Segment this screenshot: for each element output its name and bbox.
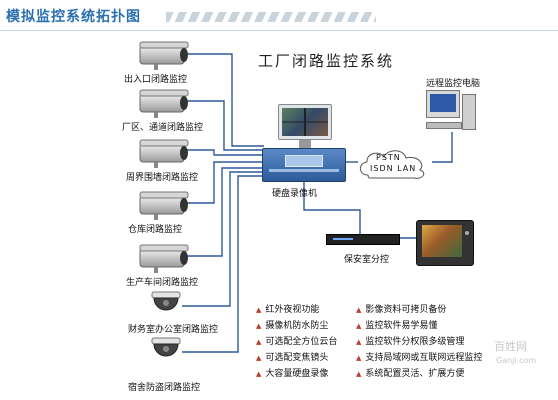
watermark-logo: 百姓网 bbox=[494, 340, 527, 353]
feature-right-4: ▲支持局域网或互联网远程监控 bbox=[356, 353, 483, 363]
feature-left-5: ▲大容量硬盘录像 bbox=[256, 369, 329, 379]
camera-icon bbox=[139, 191, 189, 220]
network-cloud-icon bbox=[359, 150, 425, 179]
feature-left-1: ▲红外夜视功能 bbox=[256, 305, 320, 315]
feature-right-3: ▲监控软件分权限多级管理 bbox=[356, 337, 465, 347]
header-divider bbox=[0, 30, 558, 31]
system-title: 工厂闭路监控系统 bbox=[258, 52, 395, 70]
wire-camera-1 bbox=[186, 53, 264, 147]
feature-left-3: ▲可选配全方位云台 bbox=[256, 337, 338, 347]
pc-keyboard bbox=[426, 122, 462, 129]
dome-camera-icon bbox=[151, 291, 181, 311]
wire-camera-5 bbox=[186, 167, 264, 257]
remote-pc-label: 远程监控电脑 bbox=[426, 79, 481, 89]
security-rack-device bbox=[326, 234, 400, 245]
feature-right-5: ▲系统配置灵活、扩展方便 bbox=[356, 369, 465, 379]
wire-camera-4 bbox=[186, 161, 264, 204]
header-stripes bbox=[166, 12, 376, 22]
tv-knob bbox=[465, 231, 469, 235]
wire-camera-3 bbox=[186, 149, 264, 156]
wire-camera-6 bbox=[182, 171, 264, 307]
page-header: 模拟监控系统拓扑图 bbox=[0, 0, 558, 34]
wire-camera-2 bbox=[186, 100, 264, 151]
security-tv-icon bbox=[416, 220, 474, 266]
security-room-label: 保安室分控 bbox=[344, 255, 390, 265]
dvr-label: 硬盘录像机 bbox=[272, 189, 318, 199]
monitor-screen bbox=[282, 108, 328, 136]
page-title: 模拟监控系统拓扑图 bbox=[6, 9, 141, 25]
camera-icon bbox=[139, 139, 189, 168]
feature-left-4: ▲可选配变焦镜头 bbox=[256, 353, 329, 363]
network-label-isdn: ISDN LAN bbox=[370, 164, 417, 173]
camera-label-workshop: 生产车间闭路监控 bbox=[126, 278, 199, 288]
dome-camera-icon bbox=[151, 337, 181, 357]
camera-icon bbox=[139, 89, 189, 118]
wire-network-pc bbox=[432, 132, 453, 163]
camera-label-warehouse: 仓库闭路监控 bbox=[128, 225, 183, 235]
camera-label-factory: 厂区、通道闭路监控 bbox=[122, 123, 204, 133]
camera-label-perimeter: 周界围墙闭路监控 bbox=[126, 173, 199, 183]
network-label-pstn: PSTN bbox=[376, 153, 401, 162]
tv-screen bbox=[422, 225, 462, 257]
dvr-panel bbox=[285, 155, 323, 167]
camera-icon bbox=[139, 244, 189, 273]
camera-label-finance: 财务室办公室闭路监控 bbox=[128, 325, 219, 335]
dvr-slot bbox=[269, 169, 339, 172]
feature-right-2: ▲监控软件易学易懂 bbox=[356, 321, 438, 331]
camera-icon bbox=[139, 41, 189, 70]
monitor-stand bbox=[299, 140, 311, 148]
pc-monitor bbox=[426, 90, 460, 118]
feature-right-1: ▲影像资料可拷贝备份 bbox=[356, 305, 447, 315]
remote-pc-icon bbox=[426, 90, 478, 140]
pc-tower bbox=[462, 94, 476, 130]
camera-label-entrance: 出入口闭路监控 bbox=[124, 75, 188, 85]
main-monitor bbox=[278, 104, 332, 148]
camera-label-dormitory: 宿舍防盗闭路监控 bbox=[128, 383, 201, 393]
wire-dvr-security bbox=[303, 180, 361, 234]
dvr-device bbox=[262, 148, 346, 182]
watermark-url: Ganji.com bbox=[496, 356, 537, 365]
wire-camera-7 bbox=[182, 175, 264, 353]
feature-left-2: ▲摄像机防水防尘 bbox=[256, 321, 329, 331]
